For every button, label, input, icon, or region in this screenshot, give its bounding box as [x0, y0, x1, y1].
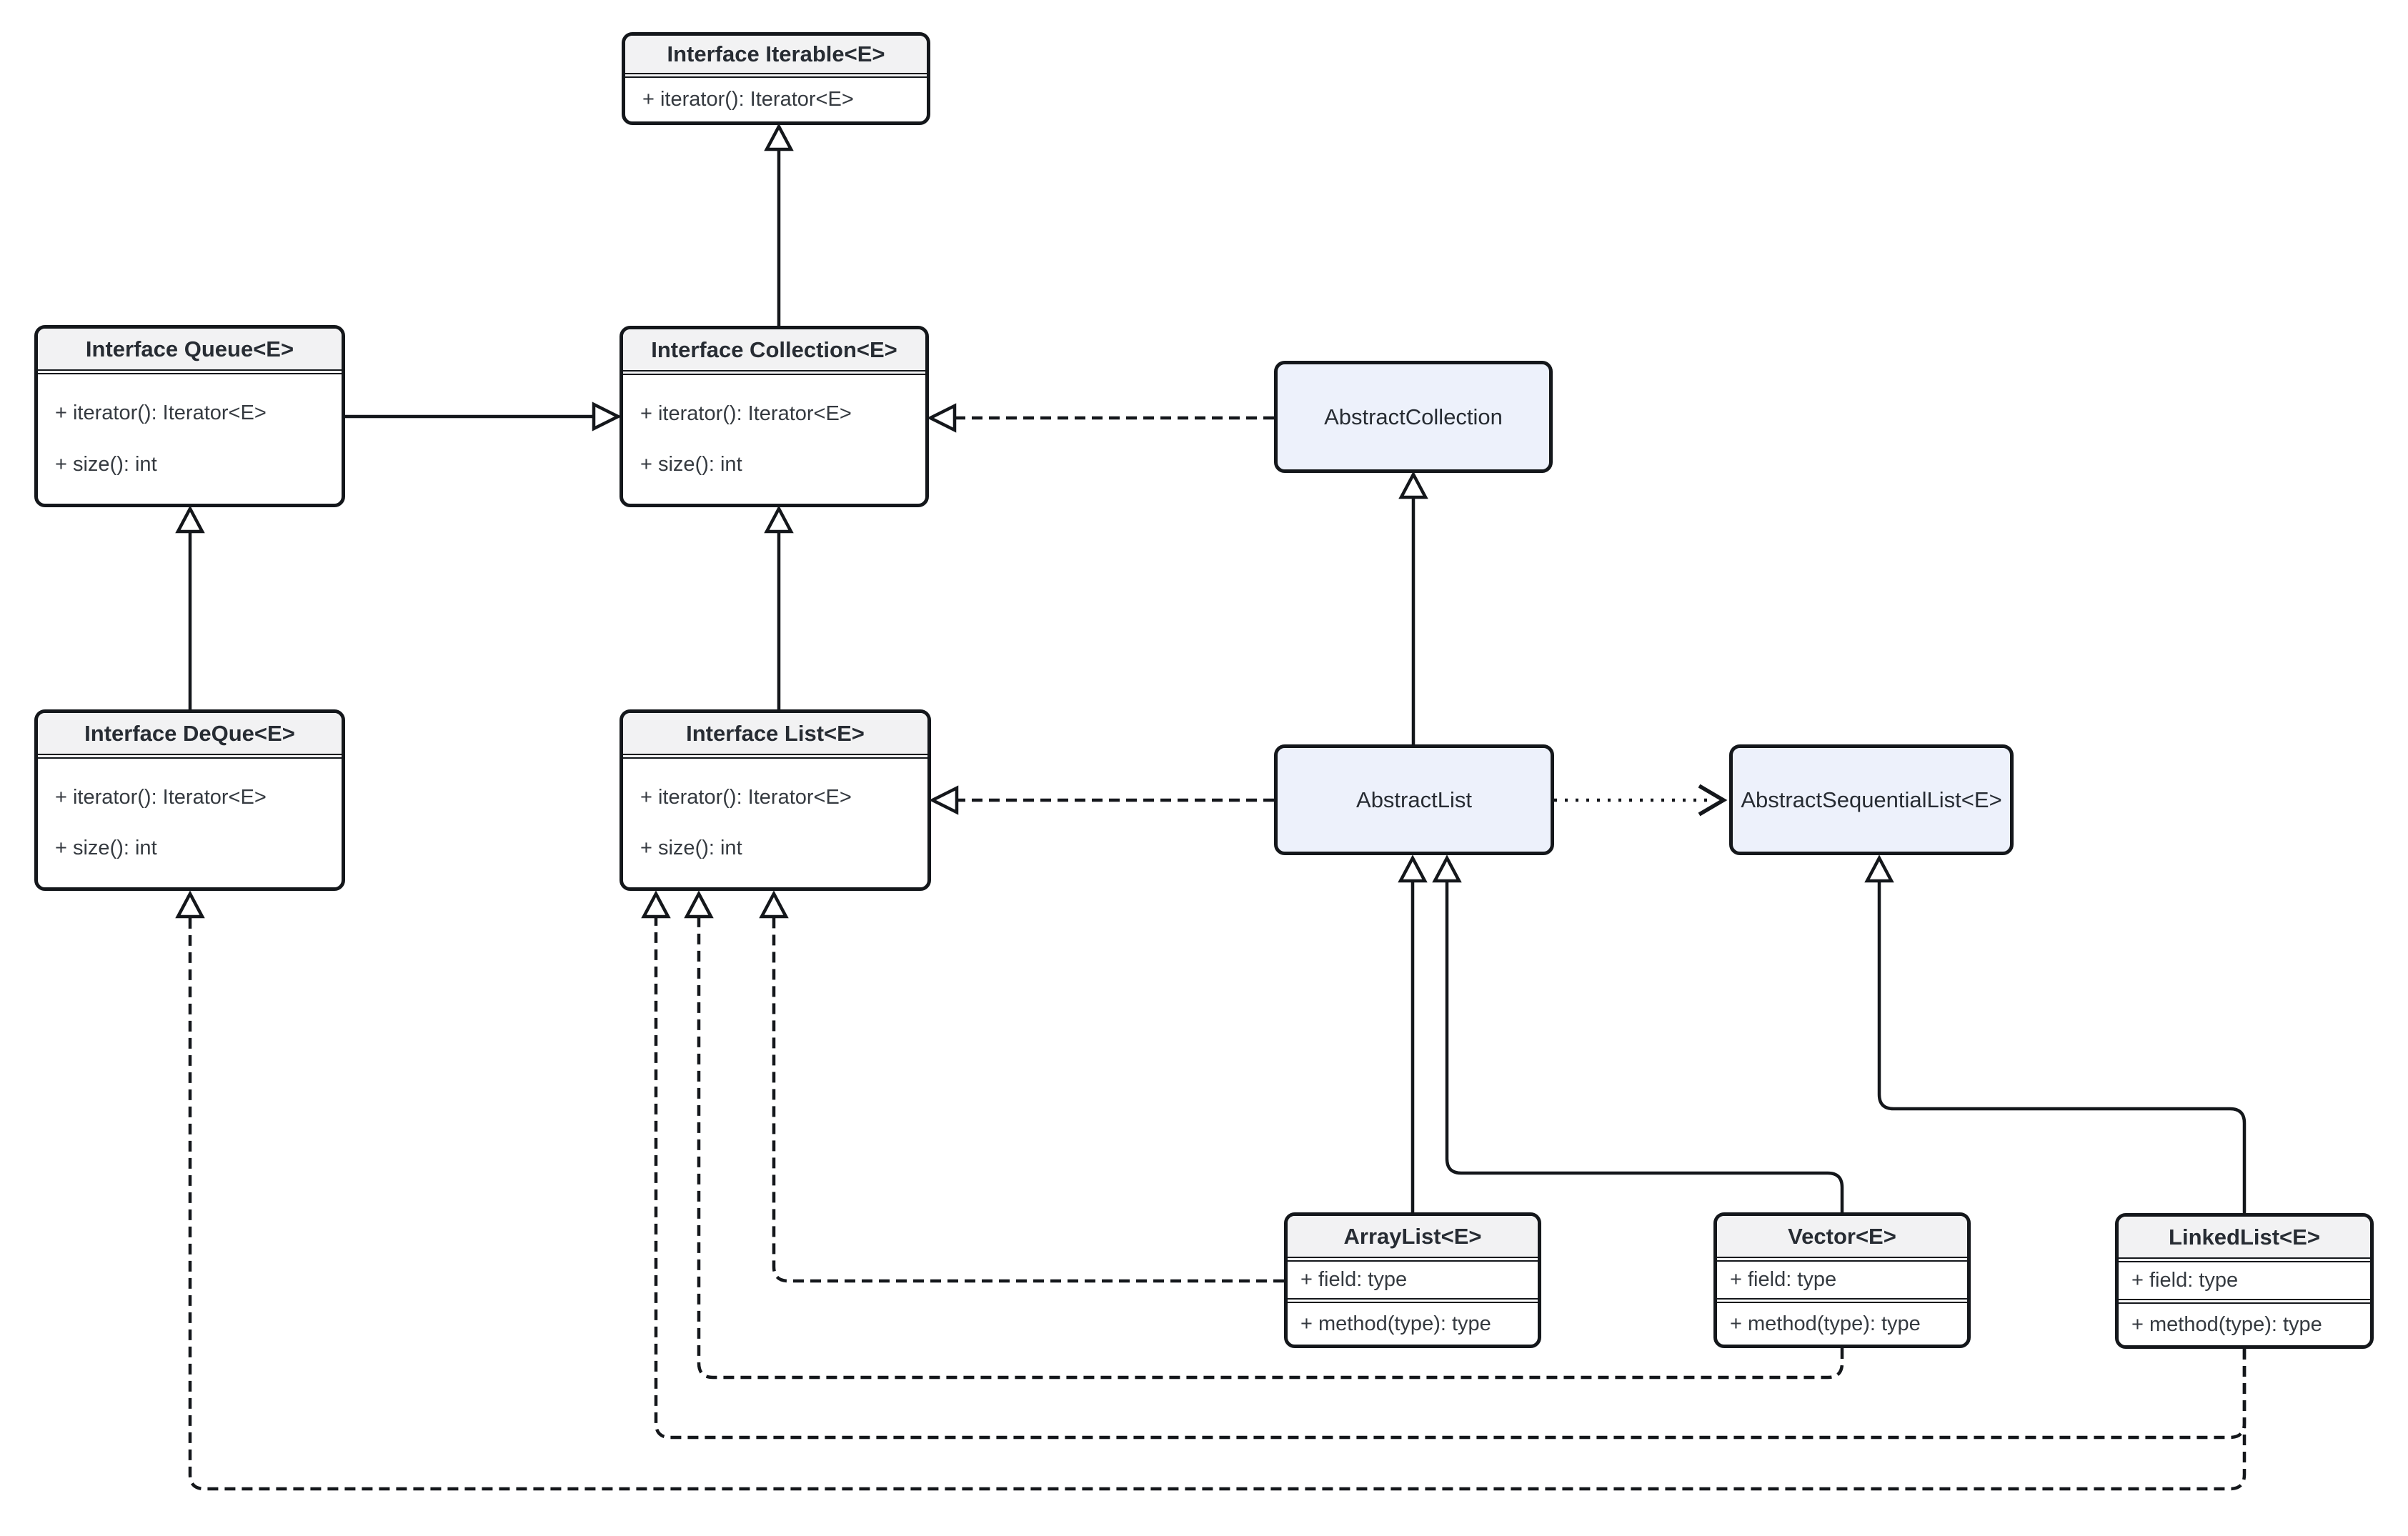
class-title: AbstractSequentialList<E>: [1741, 787, 2002, 812]
class-title: Interface DeQue<E>: [38, 713, 342, 759]
member-size: + size(): int: [55, 837, 157, 859]
class-box-abstractsequentiallist: AbstractSequentialList<E>: [1729, 744, 2014, 855]
class-box-abstractcollection: AbstractCollection: [1274, 361, 1553, 473]
member-field: + field: type: [1288, 1262, 1538, 1303]
class-title: ArrayList<E>: [1288, 1216, 1538, 1262]
class-box-interface-collection: Interface Collection<E> + iterator(): It…: [620, 326, 929, 507]
edge-linkedlist-implements-deque: [175, 890, 2247, 1491]
member-iterator: + iterator(): Iterator<E>: [55, 402, 267, 425]
member-method: + method(type): type: [1730, 1312, 1921, 1335]
member-field: + field: type: [1717, 1262, 1967, 1303]
member-field: + field: type: [2119, 1262, 2370, 1304]
class-box-arraylist: ArrayList<E> + field: type + method(type…: [1284, 1212, 1541, 1348]
edge-arraylist-extends-abstractlist: [1398, 854, 1428, 1212]
class-box-linkedlist: LinkedList<E> + field: type + method(typ…: [2115, 1213, 2374, 1349]
member-iterator: + iterator(): Iterator<E>: [640, 786, 852, 809]
member-method: + method(type): type: [2131, 1312, 2322, 1336]
edge-vector-implements-list: [684, 890, 1844, 1380]
class-box-interface-queue: Interface Queue<E> + iterator(): Iterato…: [34, 325, 345, 507]
edge-linkedlist-implements-list: [641, 890, 2247, 1440]
edge-abstractlist-implements-list: [928, 785, 1274, 815]
class-title: AbstractList: [1356, 787, 1472, 812]
class-title: AbstractCollection: [1324, 404, 1503, 429]
class-box-vector: Vector<E> + field: type + method(type): …: [1713, 1212, 1971, 1348]
class-box-abstractlist: AbstractList: [1274, 744, 1554, 855]
edge-collection-extends-iterable: [764, 123, 794, 326]
class-box-interface-deque: Interface DeQue<E> + iterator(): Iterato…: [34, 709, 345, 891]
class-title: LinkedList<E>: [2119, 1217, 2370, 1262]
edge-arraylist-implements-list: [759, 890, 1284, 1283]
edge-abstractcollection-implements-collection: [926, 403, 1274, 433]
member-size: + size(): int: [55, 452, 157, 476]
edge-queue-extends-collection: [345, 402, 622, 432]
member-iterator: + iterator(): Iterator<E>: [55, 786, 267, 809]
class-title: Interface Queue<E>: [38, 329, 342, 374]
class-title: Interface Collection<E>: [623, 329, 925, 375]
edge-list-extends-collection: [764, 505, 794, 709]
class-box-interface-list: Interface List<E> + iterator(): Iterator…: [620, 709, 931, 891]
class-title: Vector<E>: [1717, 1216, 1967, 1262]
class-box-interface-iterable: Interface Iterable<E> + iterator(): Iter…: [622, 32, 930, 125]
member-method: + method(type): type: [1300, 1312, 1491, 1335]
edge-abstractlist-dependency-abstractsequentiallist: [1554, 784, 1728, 817]
member-size: + size(): int: [640, 453, 742, 476]
edge-abstractlist-extends-abstractcollection: [1398, 471, 1428, 744]
edge-vector-extends-abstractlist: [1432, 854, 1844, 1212]
edge-linkedlist-extends-abstractsequentiallist: [1864, 854, 2247, 1213]
edge-deque-extends-queue: [175, 505, 205, 709]
member-iterator: + iterator(): Iterator<E>: [640, 402, 852, 425]
class-title: Interface Iterable<E>: [625, 36, 927, 78]
member-size: + size(): int: [640, 837, 742, 859]
class-title: Interface List<E>: [623, 713, 927, 759]
member-iterator: + iterator(): Iterator<E>: [642, 88, 854, 111]
